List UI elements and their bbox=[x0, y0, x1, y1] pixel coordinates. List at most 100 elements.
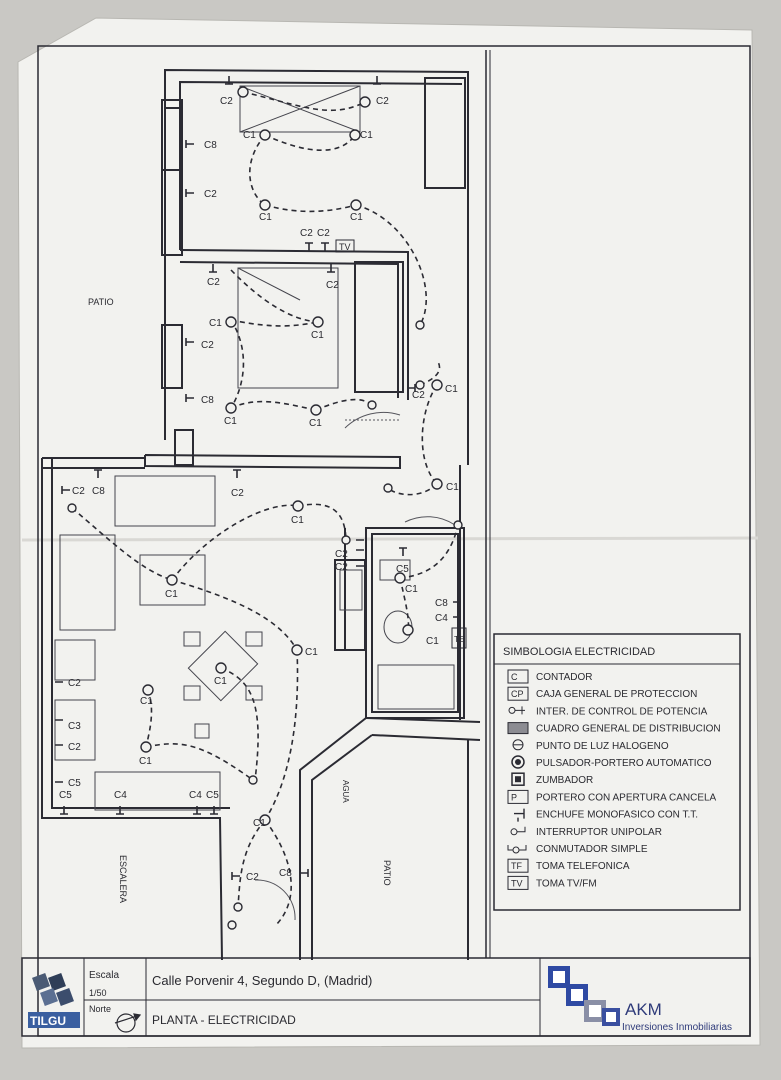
socket-icon bbox=[356, 539, 364, 567]
logo-text: TILGU bbox=[30, 1014, 66, 1028]
socket-icon bbox=[185, 394, 194, 402]
legend-row: CUADRO GENERAL DE DISTRIBUCION bbox=[507, 722, 721, 735]
address-text: Calle Porvenir 4, Segundo D, (Madrid) bbox=[152, 973, 372, 988]
cuadro-distribucion-icon bbox=[507, 722, 529, 735]
legend-label: CONMUTADOR SIMPLE bbox=[536, 844, 648, 855]
tag-c1: C1 bbox=[305, 647, 318, 658]
switch-icon bbox=[383, 483, 393, 493]
legend-label: PORTERO CON APERTURA CANCELA bbox=[536, 792, 717, 803]
tag-c1: C1 bbox=[291, 515, 304, 526]
title-block: TILGU Escala 1/50 Norte Calle Porvenir 4… bbox=[21, 957, 751, 1037]
legend-row: INTER. DE CONTROL DE POTENCIA bbox=[508, 706, 708, 717]
conmutador-icon bbox=[507, 845, 527, 854]
tag-c8: C8 bbox=[279, 868, 292, 879]
legend-label: INTERRUPTOR UNIPOLAR bbox=[536, 827, 662, 838]
walls bbox=[41, 68, 481, 961]
light-point-icon bbox=[359, 96, 371, 108]
socket-icon bbox=[407, 384, 416, 392]
light-point-icon bbox=[166, 574, 178, 586]
tv-tag: TV bbox=[339, 242, 351, 252]
tag-c2: C2 bbox=[68, 742, 81, 753]
circuit-wiring bbox=[71, 91, 459, 926]
switch-icon bbox=[227, 920, 237, 930]
toma-tv-icon: TV bbox=[507, 875, 529, 890]
light-point-icon bbox=[291, 644, 303, 656]
switch-icon bbox=[248, 775, 258, 785]
switch-icon bbox=[415, 320, 425, 330]
legend-label: ENCHUFE MONOFASICO CON T.T. bbox=[536, 810, 698, 821]
tag-c1: C1 bbox=[243, 130, 256, 141]
socket-icon bbox=[94, 469, 102, 478]
svg-text:C: C bbox=[511, 672, 518, 682]
tag-c1: C1 bbox=[445, 384, 458, 395]
tag-c2: C2 bbox=[204, 189, 217, 200]
tag-c2: C2 bbox=[412, 390, 425, 401]
te-outlet-icon bbox=[451, 627, 467, 649]
legend-row: PUNTO DE LUZ HALOGENO bbox=[512, 739, 669, 752]
socket-icon bbox=[210, 806, 218, 815]
tag-c4: C4 bbox=[435, 613, 448, 624]
tag-c2: C2 bbox=[201, 340, 214, 351]
tag-c2: C2 bbox=[317, 228, 330, 239]
socket-icon bbox=[233, 469, 241, 478]
socket-icon bbox=[327, 264, 335, 273]
furniture bbox=[54, 85, 455, 811]
north-arrow-icon bbox=[114, 1013, 142, 1033]
tag-c1: C1 bbox=[405, 584, 418, 595]
light-point-icon bbox=[350, 199, 362, 211]
tag-c1: C1 bbox=[360, 130, 373, 141]
socket-icon bbox=[193, 806, 201, 815]
te-tag: TE bbox=[454, 635, 464, 644]
interruptor-unipolar-icon bbox=[510, 826, 526, 836]
tag-c8: C8 bbox=[201, 395, 214, 406]
tag-c2: C2 bbox=[220, 96, 233, 107]
socket-icon bbox=[231, 872, 240, 880]
legend-label: ZUMBADOR bbox=[536, 775, 593, 786]
tag-c1: C1 bbox=[224, 416, 237, 427]
light-point-icon bbox=[259, 199, 271, 211]
light-point-icon bbox=[259, 129, 271, 141]
contador-icon: C bbox=[507, 669, 529, 684]
legend-label: CONTADOR bbox=[536, 672, 592, 683]
portero-cancela-icon: P bbox=[507, 789, 529, 804]
company-subtitle: Inversiones Inmobiliarias bbox=[622, 1022, 732, 1033]
legend-row: ENCHUFE MONOFASICO CON T.T. bbox=[514, 808, 698, 822]
patio-left-label: PATIO bbox=[88, 297, 114, 307]
escala-label: Escala bbox=[89, 970, 119, 981]
tag-c2: C2 bbox=[231, 488, 244, 499]
light-point-icon bbox=[140, 741, 152, 753]
light-point-icon bbox=[402, 624, 414, 636]
socket-icon bbox=[225, 76, 233, 85]
light-point-icon bbox=[310, 404, 322, 416]
legend-row: INTERRUPTOR UNIPOLAR bbox=[510, 826, 662, 838]
svg-text:TF: TF bbox=[511, 861, 522, 871]
legend-title: SIMBOLOGIA ELECTRICIDAD bbox=[503, 646, 655, 658]
light-point-icon bbox=[431, 379, 443, 391]
tag-c2: C2 bbox=[72, 486, 85, 497]
tag-c3: C3 bbox=[68, 721, 81, 732]
legend-label: INTER. DE CONTROL DE POTENCIA bbox=[536, 706, 708, 717]
tag-c1: C1 bbox=[253, 818, 266, 829]
socket-icon bbox=[373, 76, 381, 85]
legend-label: TOMA TELEFONICA bbox=[536, 861, 630, 872]
switch-icon bbox=[453, 520, 463, 530]
tag-c2: C2 bbox=[376, 96, 389, 107]
luz-halogeno-icon bbox=[512, 739, 524, 751]
door-swings bbox=[254, 411, 456, 921]
tag-c1: C1 bbox=[311, 330, 324, 341]
light-point-icon bbox=[292, 500, 304, 512]
socket-icon bbox=[185, 189, 194, 197]
legend-row: PULSADOR-PORTERO AUTOMATICO bbox=[511, 755, 712, 769]
socket-icon bbox=[321, 242, 329, 251]
patio-right-label: PATIO bbox=[382, 860, 392, 886]
switch-icon bbox=[341, 535, 351, 545]
legend-row: P PORTERO CON APERTURA CANCELA bbox=[507, 789, 717, 804]
tag-c1: C1 bbox=[309, 418, 322, 429]
light-point-icon bbox=[349, 129, 361, 141]
light-point-icon bbox=[215, 662, 227, 674]
legend-label: CUADRO GENERAL DE DISTRIBUCION bbox=[536, 724, 721, 735]
legend-row: CONMUTADOR SIMPLE bbox=[507, 844, 648, 855]
light-point-icon bbox=[259, 814, 271, 826]
